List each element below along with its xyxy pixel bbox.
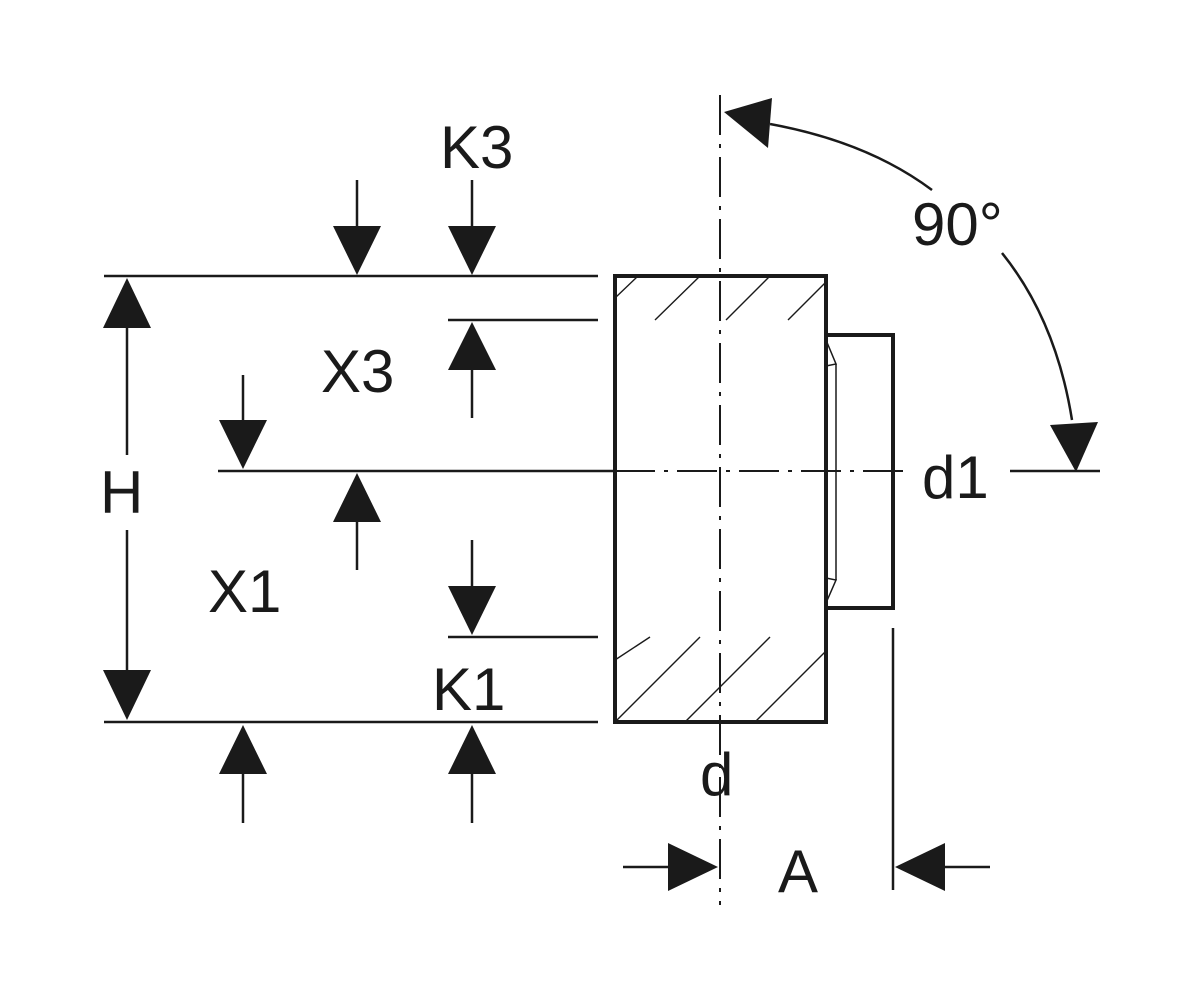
k1-arrow [448, 540, 496, 635]
bottom-edge-arrows [219, 725, 496, 823]
label-angle-90: 90° [912, 191, 1003, 258]
h-dimension [103, 278, 151, 720]
k3-arrows [333, 180, 496, 275]
part-outline [613, 274, 895, 724]
label-k1: K1 [432, 656, 505, 723]
label-h: H [100, 459, 143, 526]
hatching-bottom [614, 636, 827, 723]
angle-arc [724, 98, 1098, 472]
hatching-top [614, 275, 827, 321]
extension-lines [104, 274, 895, 890]
label-k3: K3 [440, 114, 513, 181]
label-a: A [778, 838, 818, 905]
label-x3: X3 [321, 338, 394, 405]
label-x1: X1 [208, 558, 281, 625]
a-dimension [623, 843, 990, 891]
label-d1: d1 [922, 444, 989, 511]
x3-arrow [448, 322, 496, 418]
label-d: d [700, 741, 733, 808]
centerline-arrows [219, 375, 381, 570]
